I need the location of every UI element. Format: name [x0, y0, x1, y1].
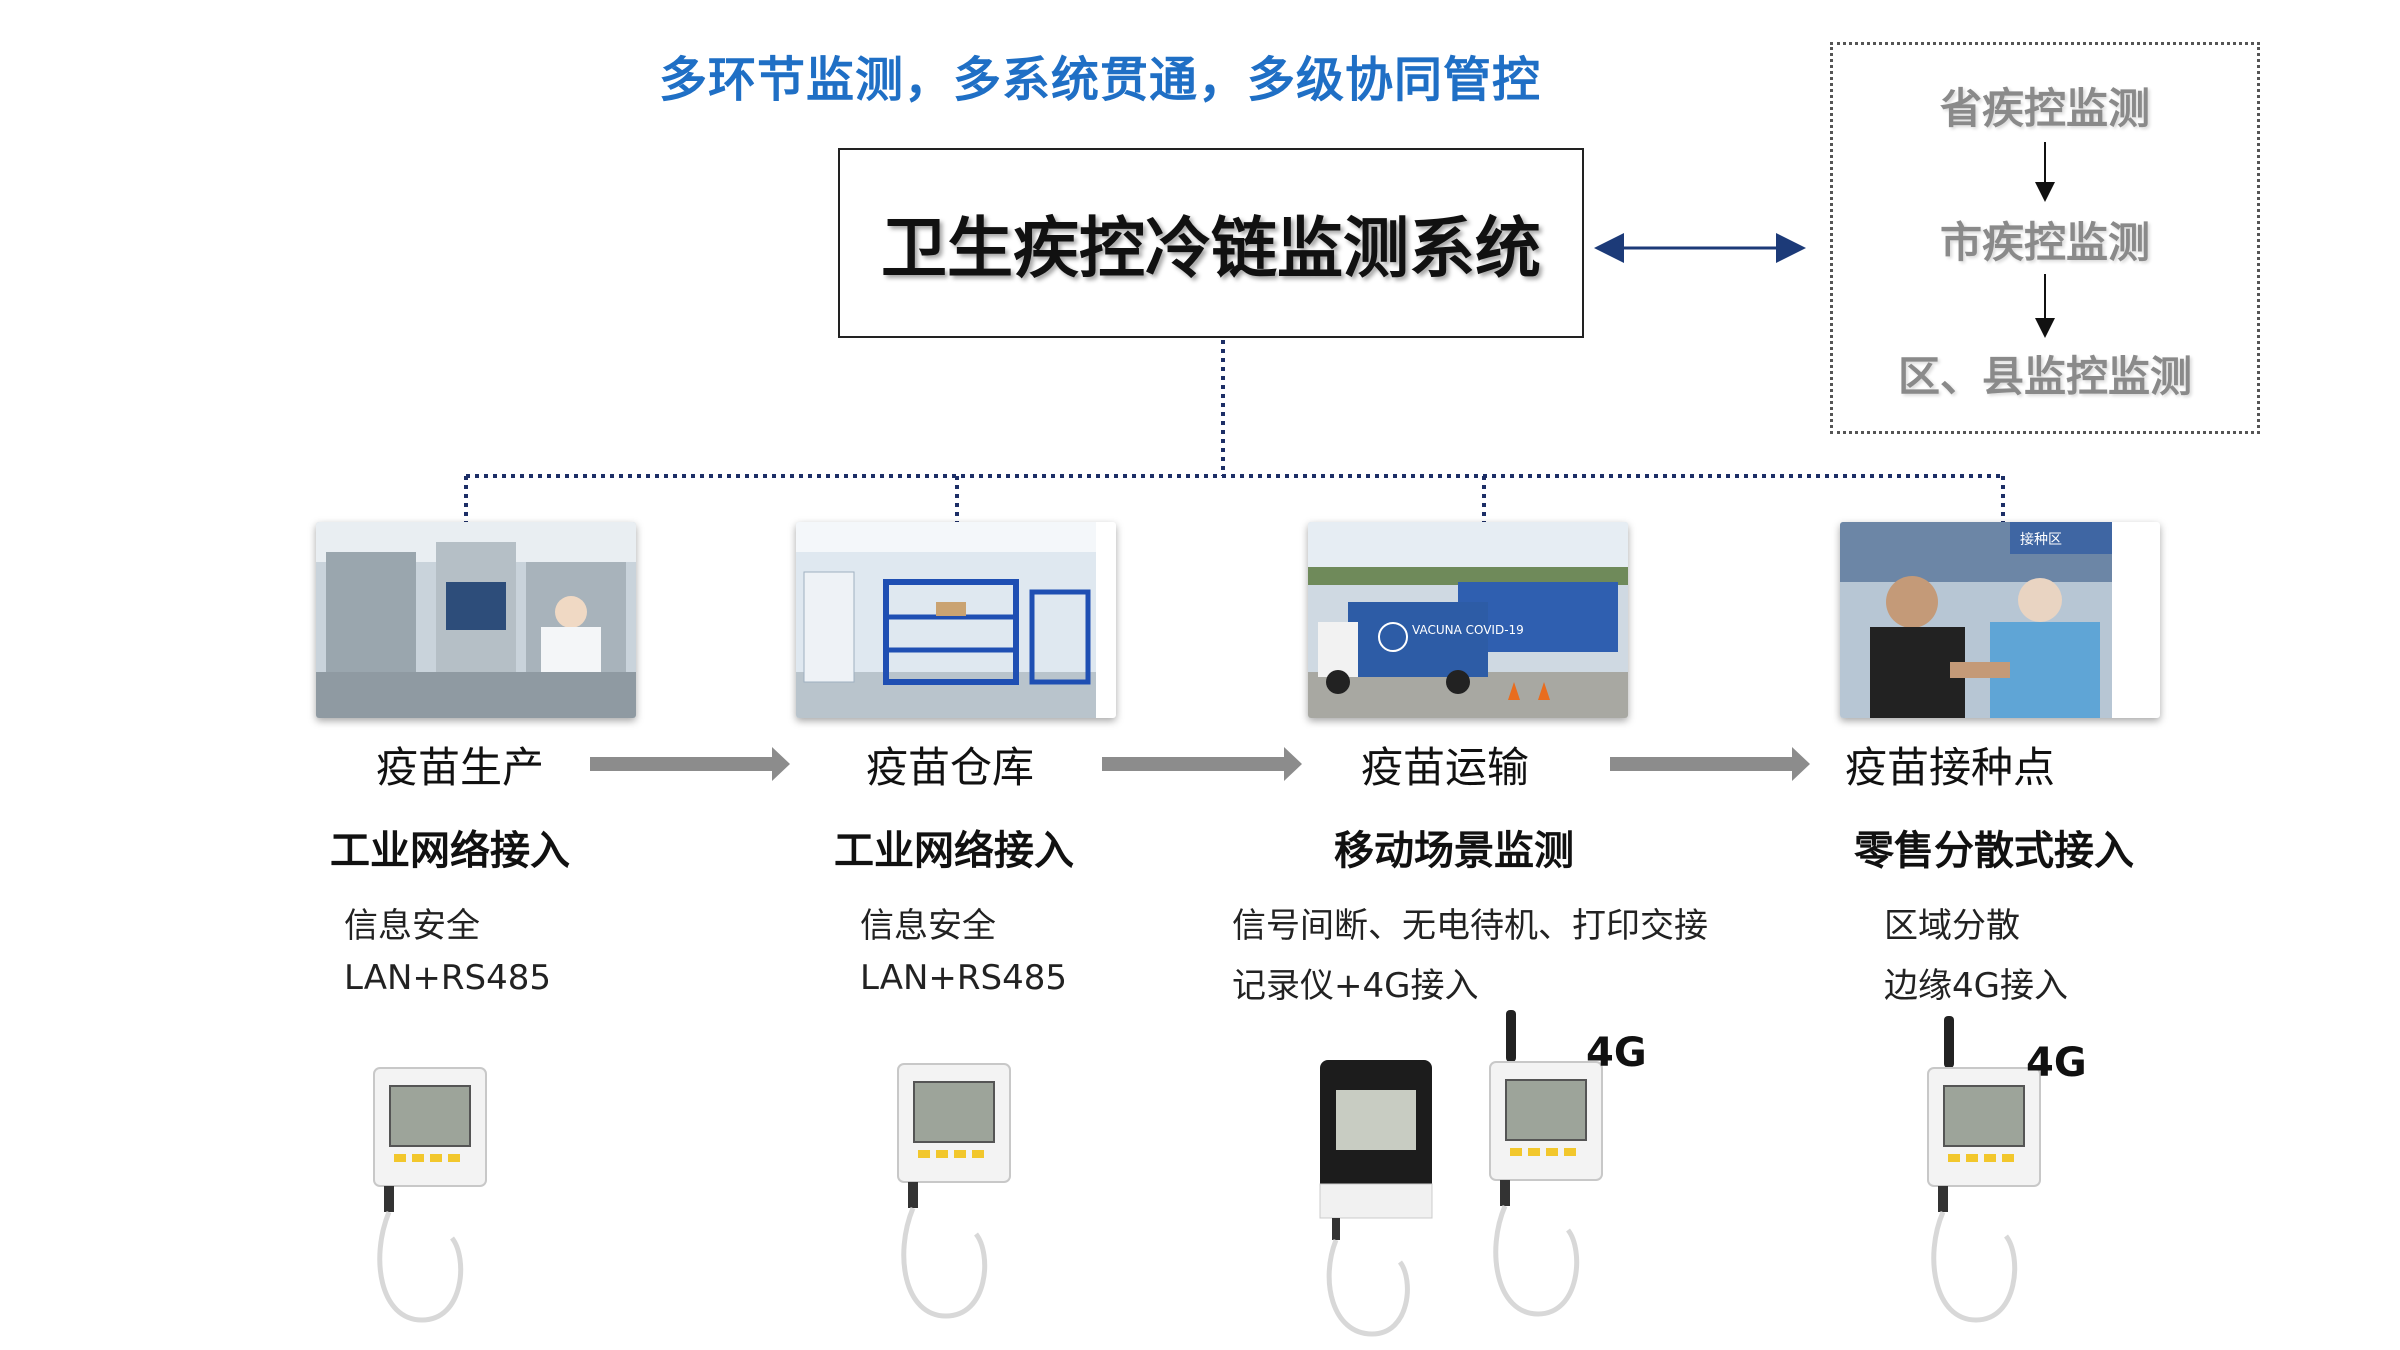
photo-vaccination-point: 接种区 — [1840, 522, 2160, 718]
device-sensor-production — [373, 1067, 487, 1323]
feature-warehouse-2: LAN+RS485 — [860, 958, 1068, 998]
stage-label-warehouse: 疫苗仓库 — [865, 743, 1034, 792]
hierarchy-city: 市疾控监测 — [1939, 218, 2150, 267]
method-warehouse: 工业网络接入 — [834, 828, 1074, 874]
method-transport: 移动场景监测 — [1334, 828, 1574, 874]
feature-vaccination-2: 边缘4G接入 — [1884, 966, 2068, 1006]
method-production: 工业网络接入 — [330, 828, 570, 874]
hierarchy-district: 区、县监控监测 — [1897, 352, 2192, 401]
feature-transport-1: 信号间断、无电待机、打印交接 — [1232, 906, 1708, 946]
feature-warehouse-1: 信息安全 — [860, 906, 996, 946]
stage-label-vaccination: 疫苗接种点 — [1844, 743, 2055, 792]
flow-arrow-1 — [590, 747, 790, 781]
flow-arrows — [590, 747, 1810, 781]
photo-vaccine-warehouse — [796, 522, 1116, 718]
dotted-tree-connector — [464, 340, 2005, 522]
method-vaccination: 零售分散式接入 — [1854, 828, 2134, 874]
feature-production-1: 信息安全 — [344, 906, 480, 946]
photo-vaccine-production — [316, 522, 636, 718]
flow-arrow-2 — [1102, 747, 1302, 781]
stage-label-transport: 疫苗运输 — [1360, 743, 1529, 792]
flow-arrow-3 — [1610, 747, 1810, 781]
vaccination-sign-text: 接种区 — [2020, 531, 2062, 548]
feature-vaccination-1: 区域分散 — [1884, 906, 2020, 946]
main-system-title: 卫生疾控冷链监测系统 — [881, 210, 1541, 287]
device-sensor-warehouse — [897, 1063, 1011, 1319]
feature-transport-2: 记录仪+4G接入 — [1232, 966, 1479, 1006]
main-system-box: 卫生疾控冷链监测系统 — [838, 148, 1584, 338]
headline: 多环节监测，多系统贯通，多级协同管控 — [658, 52, 1541, 108]
device-4g-sensor-vaccination — [1927, 1016, 2041, 1323]
hierarchy-box: 省疾控监测 市疾控监测 区、县监控监测 — [1830, 42, 2260, 434]
device-4g-sensor-transport — [1489, 1010, 1603, 1317]
stage-label-production: 疫苗生产 — [375, 743, 544, 792]
4g-badge-vaccination: 4G — [2026, 1040, 2087, 1086]
hierarchy-provincial: 省疾控监测 — [1939, 84, 2150, 133]
device-recorder-transport — [1319, 1060, 1433, 1337]
4g-badge-transport: 4G — [1586, 1030, 1647, 1076]
photo-vaccine-transport: VACUNA COVID-19 — [1308, 522, 1628, 718]
truck-logo-text: VACUNA COVID-19 — [1412, 623, 1524, 637]
feature-production-2: LAN+RS485 — [344, 958, 552, 998]
